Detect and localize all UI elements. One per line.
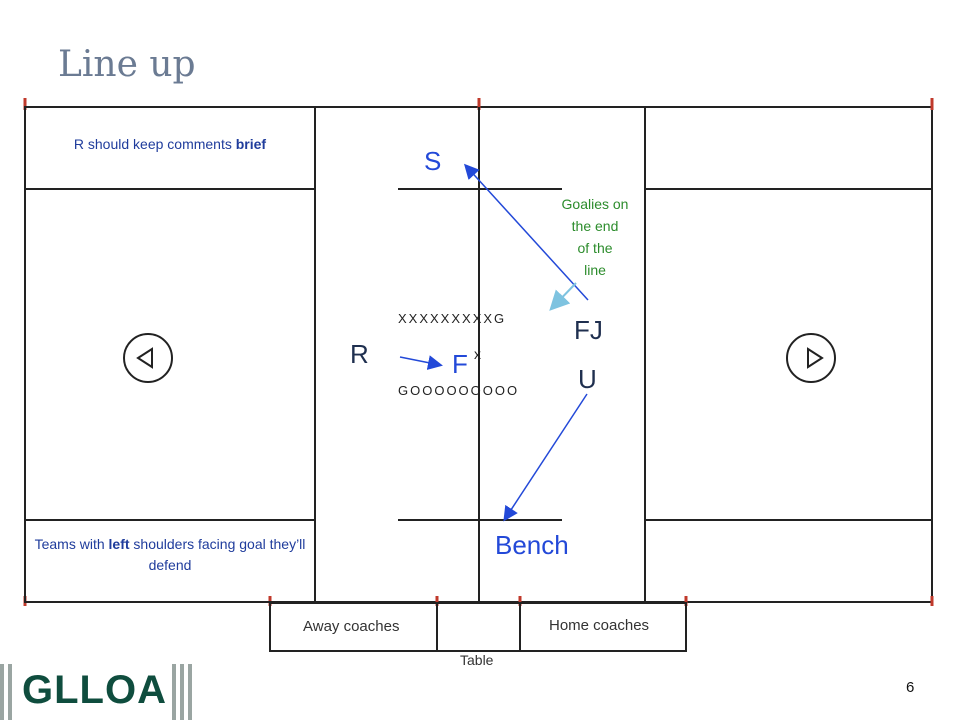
- top-left-note-bold: brief: [235, 136, 267, 152]
- arrow-fj-to-s: [463, 163, 589, 301]
- bench-label: Bench: [495, 530, 569, 560]
- glloa-logo: GLLOA: [22, 668, 167, 712]
- position-r: R: [350, 339, 369, 369]
- table-box: [269, 602, 687, 652]
- home-coaches-label: Home coaches: [549, 617, 650, 634]
- goalies-note-line: of the: [577, 240, 613, 256]
- logo-stripes: [0, 664, 192, 720]
- left-goal-icon: [123, 333, 173, 383]
- position-s: S: [424, 146, 442, 176]
- right-goal-icon: [786, 333, 836, 383]
- bottom-left-note-bold: left: [108, 536, 130, 552]
- goalies-note-line: line: [584, 262, 606, 278]
- page-number: 6: [906, 679, 915, 696]
- slide-title: Line up: [58, 44, 196, 85]
- goalies-note: Goalies on the end of the line: [545, 193, 645, 281]
- position-u: U: [578, 364, 597, 394]
- faceoff-x-mark: x: [474, 346, 481, 362]
- top-left-note: R should keep comments brief: [30, 134, 310, 155]
- top-left-note-text: R should keep comments: [73, 136, 236, 152]
- goalies-note-line: Goalies on: [561, 196, 629, 212]
- position-f: F: [452, 349, 468, 379]
- bottom-left-note-text-2: shoulders facing goal they’ll defend: [129, 536, 306, 573]
- lineup-bottom-row: GOOOOOOOOO: [398, 383, 520, 398]
- table-label: Table: [460, 652, 494, 668]
- position-fj: FJ: [574, 315, 603, 345]
- goalies-note-line: the end: [571, 218, 619, 234]
- away-coaches-label: Away coaches: [303, 618, 400, 635]
- arrow-r-to-f: [399, 355, 443, 371]
- arrow-goalie-note: [549, 282, 577, 311]
- lineup-top-row: XXXXXXXXXG: [398, 311, 507, 326]
- arrow-u-to-bench: [503, 393, 588, 522]
- bottom-left-note: Teams with left shoulders facing goal th…: [30, 534, 310, 576]
- bottom-left-note-text-1: Teams with: [34, 536, 109, 552]
